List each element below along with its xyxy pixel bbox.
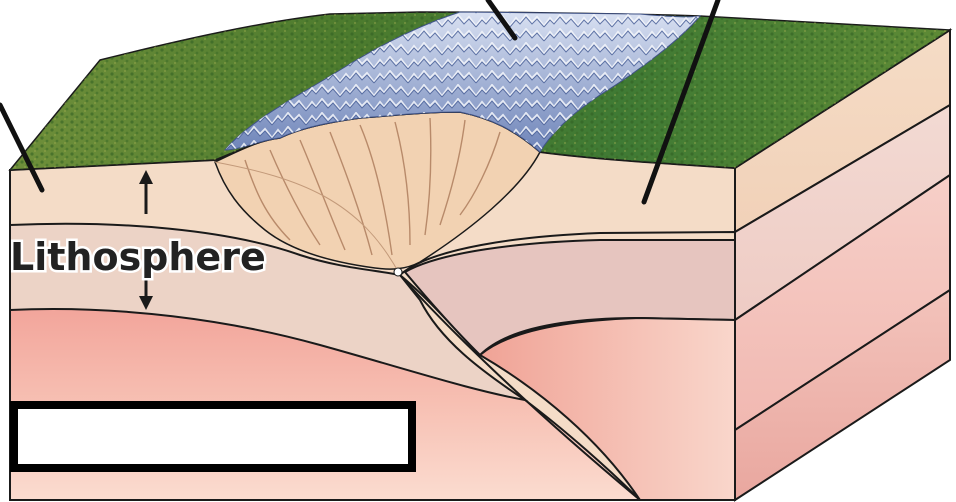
- lithosphere-label: Lithosphere: [10, 235, 266, 279]
- collision-point: [394, 268, 402, 276]
- answer-box[interactable]: [14, 405, 412, 468]
